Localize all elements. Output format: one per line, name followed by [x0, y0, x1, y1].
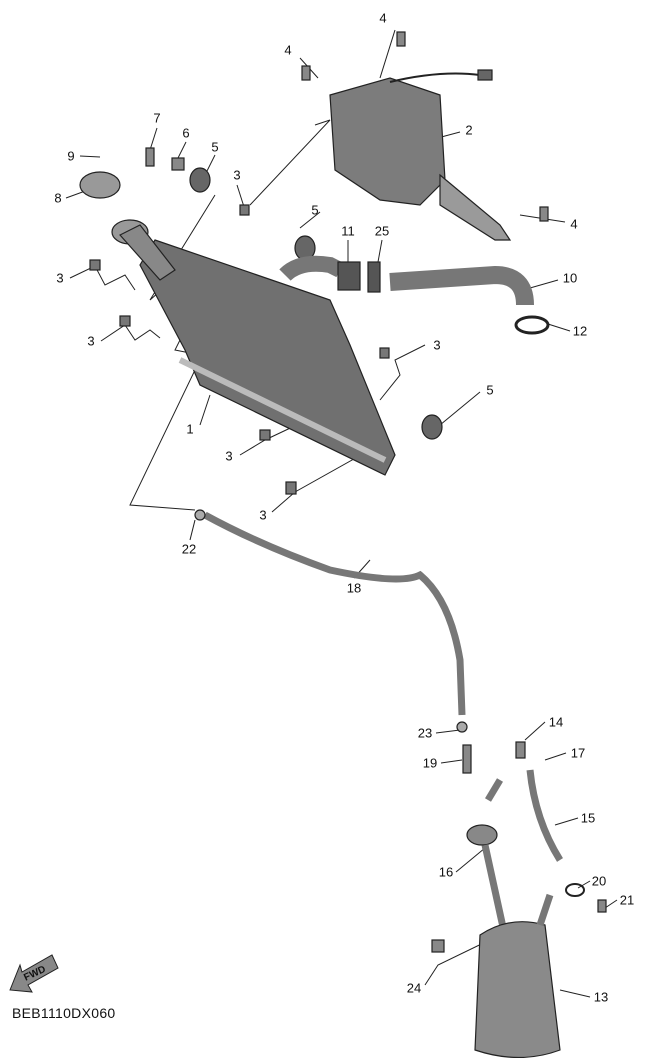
overflow-hose: [203, 511, 466, 716]
radiator-cap: [79, 171, 121, 199]
callout-label: 2: [465, 122, 473, 138]
callout-label: 20: [591, 873, 607, 889]
callout-label: 18: [346, 580, 362, 596]
radiator-hose: [389, 265, 534, 306]
callout-label: 24: [406, 980, 422, 996]
callout-label: 12: [572, 323, 588, 339]
callout-label: 6: [182, 125, 190, 141]
callout-label: 10: [562, 270, 578, 286]
callout-label: 3: [56, 270, 64, 286]
callout-label: 4: [379, 10, 387, 26]
fan-shroud: [329, 77, 446, 206]
reservoir-tank: [474, 921, 561, 1058]
callout-label: 3: [233, 167, 241, 183]
radiator: [139, 239, 396, 476]
callout-label: 25: [374, 223, 390, 239]
callout-label: 16: [438, 864, 454, 880]
callout-label: 22: [181, 541, 197, 557]
callout-label: 23: [417, 725, 433, 741]
callout-label: 21: [619, 892, 635, 908]
callout-label: 3: [87, 333, 95, 349]
callout-label: 4: [284, 42, 292, 58]
callout-label: 11: [341, 223, 355, 239]
callout-label: 3: [225, 448, 233, 464]
callout-label: 8: [54, 190, 62, 206]
clamp-25: [367, 261, 381, 293]
callout-label: 19: [422, 755, 438, 771]
callout-label: 4: [570, 216, 578, 232]
fan-bracket: [439, 173, 512, 241]
callout-label: 7: [153, 110, 161, 126]
callout-label: 14: [548, 714, 564, 730]
callout-label: 17: [570, 745, 586, 761]
callout-label: 9: [67, 148, 75, 164]
clamp-12: [514, 315, 550, 335]
callout-label: 3: [433, 337, 441, 353]
callout-label: 5: [211, 139, 219, 155]
callout-label: 5: [486, 382, 494, 398]
callout-label: 5: [311, 202, 319, 218]
callout-label: 3: [259, 507, 267, 523]
parts: [79, 31, 607, 1058]
fwd-arrow-icon: FWD: [9, 954, 59, 993]
callout-label: 13: [593, 989, 609, 1005]
callout-label: 15: [580, 810, 596, 826]
clamp-11: [337, 261, 361, 291]
callout-label: 1: [186, 421, 194, 437]
diagram-code: BEB1110DX060: [12, 1005, 116, 1021]
